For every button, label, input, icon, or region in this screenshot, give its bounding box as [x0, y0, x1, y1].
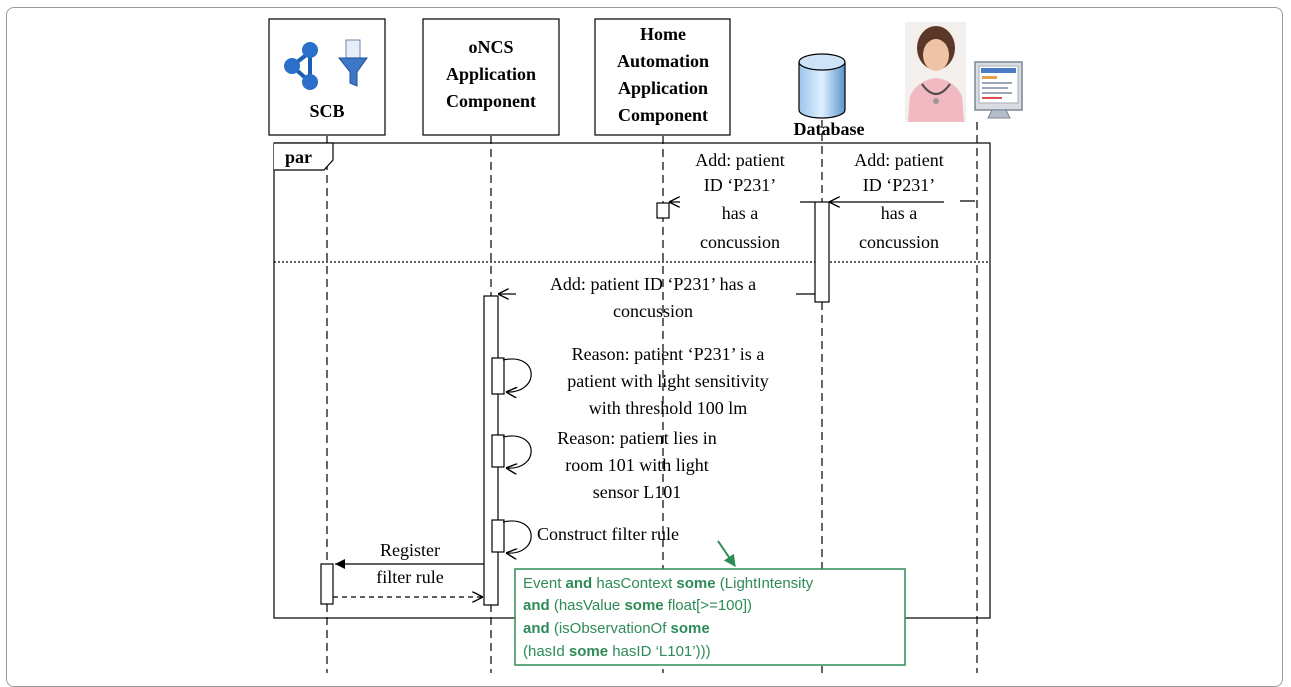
filter-funnel-icon: [337, 39, 368, 87]
database-to-home-msg-1: Add: patient: [695, 150, 784, 170]
nurse-photo: [905, 22, 966, 122]
nurse-to-database-msg-4: concussion: [859, 232, 939, 252]
rule-pointer-arrow: [717, 540, 736, 567]
reason1-msg-2: patient with light sensitivity: [567, 371, 769, 391]
nurse-to-database-arrow: [829, 201, 975, 202]
reason1-msg-1: Reason: patient ‘P231’ is a: [572, 344, 765, 364]
oncs-construct-activation: [491, 519, 505, 553]
filter-rule-line-4: (hasId some hasID ‘L101’))): [523, 643, 711, 660]
database-to-home-msg-2: ID ‘P231’: [704, 175, 777, 195]
database-cylinder-icon: [798, 53, 846, 119]
scb-label: SCB: [309, 101, 344, 121]
nurse-to-database-msg-1: Add: patient: [854, 150, 943, 170]
oncs-box: [422, 18, 560, 136]
oncs-reason2-activation: [491, 434, 505, 468]
graph-icon: [284, 42, 318, 90]
reason2-msg-1: Reason: patient lies in: [557, 428, 716, 448]
reason2-msg-2: room 101 with light: [565, 455, 709, 475]
home-activation: [656, 202, 670, 219]
home-box: [594, 18, 731, 136]
home-label-line-4: Component: [618, 105, 708, 125]
nurse-to-database-msg-2: ID ‘P231’: [863, 175, 936, 195]
home-label-line-3: Application: [618, 78, 708, 98]
reason1-msg-3: with threshold 100 lm: [589, 398, 748, 418]
reason1-self-arrow: [502, 358, 532, 392]
construct-self-arrow: [502, 520, 532, 553]
par-operator: par: [285, 147, 312, 167]
reason2-msg-3: sensor L101: [593, 482, 682, 502]
par-fragment-tab: [274, 142, 334, 171]
database-label: Database: [794, 119, 865, 139]
reason2-self-arrow: [502, 435, 532, 468]
construct-msg: Construct filter rule: [537, 524, 679, 544]
register-msg-2: filter rule: [376, 567, 443, 587]
filter-rule-box: [514, 568, 906, 666]
database-to-oncs-msg-1: Add: patient ID ‘P231’ has a: [550, 274, 756, 294]
oncs-reason1-activation: [491, 357, 505, 395]
home-label-line-1: Home: [640, 24, 686, 44]
database-to-home-msg-4: concussion: [700, 232, 780, 252]
register-msg-1: Register: [380, 540, 440, 560]
nurse-to-database-msg-3: has a: [881, 203, 917, 223]
filter-rule-line-1: Event and hasContext some (LightIntensit…: [523, 575, 814, 592]
filter-rule-line-3: and (isObservationOf some: [523, 620, 710, 637]
oncs-label-line-2: Application: [446, 64, 536, 84]
database-to-home-msg-3: has a: [722, 203, 758, 223]
sequence-diagram: SCB oNCS Application Component Home Auto…: [268, 18, 1023, 673]
scb-activation: [320, 563, 334, 605]
filter-rule-line-2: and (hasValue some float[>=100]): [523, 597, 752, 614]
database-activation: [814, 201, 830, 303]
home-label-line-2: Automation: [617, 51, 709, 71]
scb-box: [268, 18, 386, 136]
computer-monitor-icon: [974, 61, 1023, 119]
oncs-label-line-3: Component: [446, 91, 536, 111]
database-to-oncs-msg-2: concussion: [613, 301, 693, 321]
oncs-label-line-1: oNCS: [468, 37, 513, 57]
